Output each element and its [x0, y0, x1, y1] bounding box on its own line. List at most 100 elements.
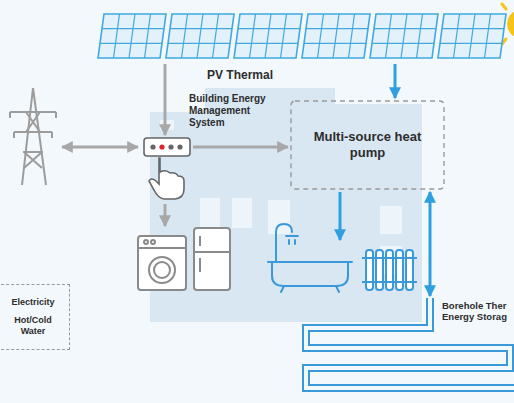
pv-panel-part [302, 14, 370, 58]
pv-panel-part [234, 14, 302, 58]
building-silhouette [150, 88, 422, 322]
washing-machine [138, 236, 186, 290]
energy-management-device: Building Energy Management System [143, 137, 191, 157]
pointing-hand [149, 158, 184, 199]
power-pylon-part [22, 88, 46, 185]
washing-machine-part [144, 240, 148, 244]
pv-panel-part [238, 28, 300, 29]
energy-management-device-shape-part [144, 138, 190, 156]
pv-panel-part [98, 14, 166, 58]
legend-label: Electricity [11, 297, 54, 308]
pv-panel-part [485, 14, 491, 58]
energy-management-device-shape-part [168, 144, 173, 149]
pv-panel-part [318, 14, 324, 58]
appliance-arrow [164, 204, 167, 226]
pv-panel-part [114, 14, 120, 58]
legend-label: Hot/Cold Water [7, 315, 59, 337]
radiator-part [376, 250, 383, 290]
pv-panel-part [129, 14, 135, 58]
sun-part [507, 10, 514, 38]
legend-item: Hot/Cold Water [7, 315, 59, 337]
electricity-arrow [193, 146, 288, 149]
bathtub-shower [268, 224, 352, 292]
pv-panel-part [182, 14, 188, 58]
node-label: PV Thermal [207, 68, 297, 82]
building-silhouette-part-part [380, 206, 402, 234]
energy-management-device-shape-part [159, 144, 164, 149]
radiator-part [386, 250, 393, 290]
pv-panel-part [166, 14, 234, 58]
power-pylon-part [10, 112, 56, 168]
pv-panel-part [100, 43, 162, 44]
pv-panel-part [417, 14, 423, 58]
pv-panel-part [440, 43, 502, 44]
pv-panel-part [469, 14, 475, 58]
pv-panel-part [168, 43, 230, 44]
pv-panel-part [454, 14, 460, 58]
legend-item: Electricity [11, 297, 54, 308]
radiator-part [366, 250, 373, 290]
pv-panel-part [438, 14, 506, 58]
water-arrow [429, 192, 432, 296]
bathtub-shower-part [268, 262, 352, 286]
energy-management-device-shape-part [177, 144, 182, 149]
pv-panel-part [401, 14, 407, 58]
pv-panel-part [145, 14, 151, 58]
fridge-part [199, 258, 201, 272]
pv-panel [370, 14, 438, 58]
electricity-arrow [164, 64, 167, 135]
pv-panel-part [236, 43, 298, 44]
pv-panel-part [333, 14, 339, 58]
pv-panel-part [349, 14, 355, 58]
pv-panel-part [265, 14, 271, 58]
pv-panel [438, 14, 506, 58]
pv-panel [302, 14, 370, 58]
radiator-part [396, 250, 403, 290]
fridge-part [199, 236, 201, 246]
pv-panel [166, 14, 234, 58]
node-label: Borehole Ther Energy Storag [442, 300, 512, 322]
pv-panel-part [304, 43, 366, 44]
pv-panel-part [213, 14, 219, 58]
pv-panel-part [306, 28, 368, 29]
borehole-storage-shape-part [306, 298, 514, 388]
fridge-part [194, 228, 230, 290]
pv-panel-part [250, 14, 256, 58]
washing-machine-part [151, 240, 155, 244]
fridge-part [194, 251, 230, 253]
washing-machine-part [138, 236, 186, 290]
pv-panel [98, 14, 166, 58]
pv-panel-part [386, 14, 392, 58]
borehole-storage-shape-part [306, 298, 514, 388]
pv-panel-part [281, 14, 287, 58]
pv-panel [234, 14, 302, 58]
node-label: Building Energy Management System [189, 93, 281, 129]
pv-panel-part [370, 14, 438, 58]
borehole-storage: Borehole Ther Energy Storag [300, 298, 514, 403]
building-silhouette-part-part [160, 120, 174, 130]
text-holder: Building Energy Management System [189, 93, 281, 129]
grid-arrow [62, 146, 138, 149]
heat-pump-box: Multi-source heat pump [290, 100, 445, 190]
bathtub-shower-part [286, 236, 298, 244]
sun-part-part [502, 4, 506, 9]
building-silhouette-part [150, 88, 422, 322]
pv-panel-part [374, 28, 436, 29]
pv-panel-array: PV Thermal [95, 12, 510, 62]
building-silhouette-part-part [268, 200, 290, 234]
text-holder: Borehole Ther Energy Storag [442, 300, 512, 322]
heat-pump-box-shape-part [291, 101, 444, 189]
text-holder: PV Thermal [207, 68, 297, 82]
power-pylon-part [10, 112, 56, 138]
building-silhouette-part-part [232, 198, 252, 228]
text-holder: Multi-source heat pump [290, 100, 445, 190]
energy-management-device-shape-part [150, 144, 155, 149]
node-label: Multi-source heat pump [308, 129, 428, 161]
pv-panel-part [170, 28, 232, 29]
radiator-part [406, 250, 413, 290]
water-arrow [394, 64, 397, 98]
